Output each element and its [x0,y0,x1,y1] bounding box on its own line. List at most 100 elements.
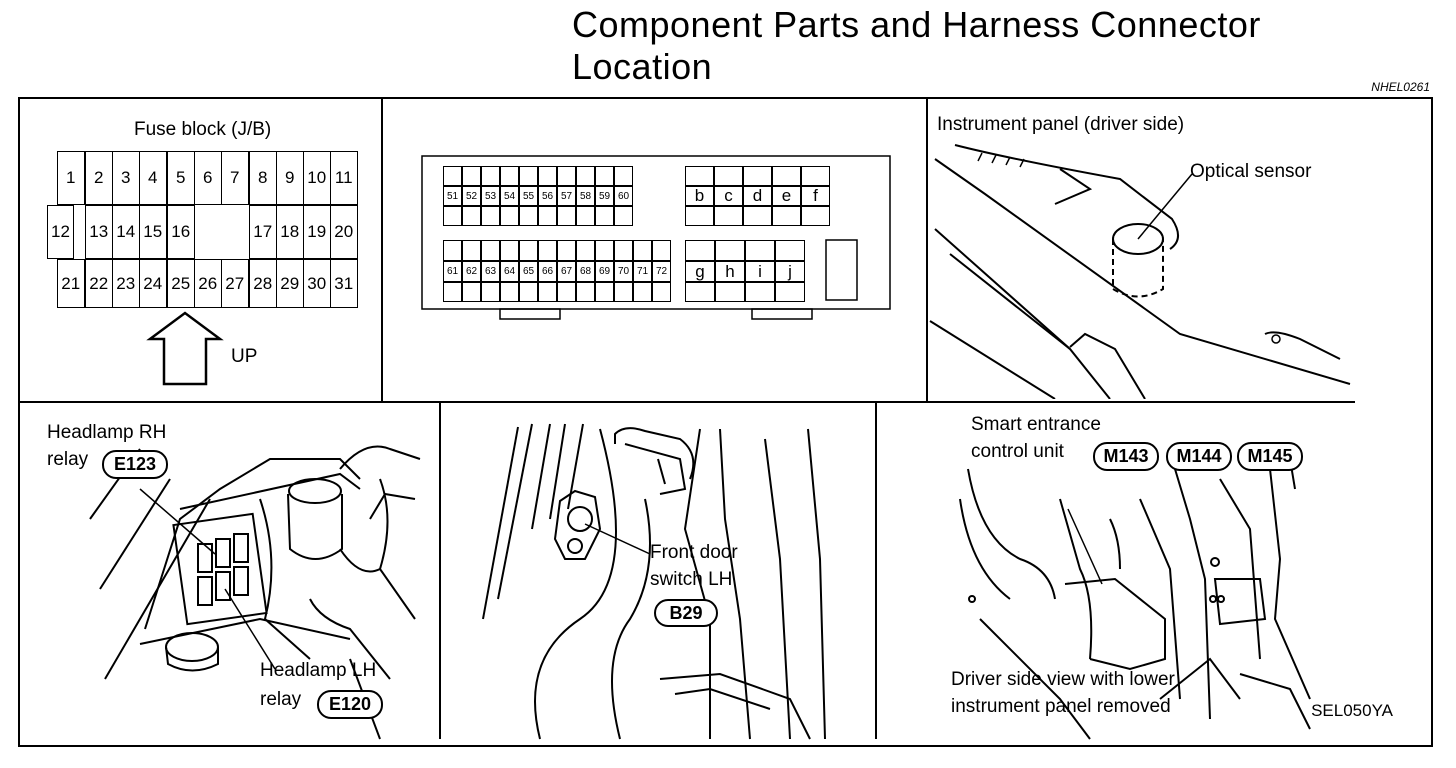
connector-pin-cell [576,206,595,226]
connector-pin-cell [715,282,745,302]
optical-sensor-label: Optical sensor [1190,161,1312,182]
connector-pin-cell [633,282,652,302]
connector-pin-cell [500,206,519,226]
connector-code-badge: M143 [1093,442,1159,471]
connector-pin-cell: 69 [595,261,614,282]
engine-bay-illustration [89,445,421,740]
connector-pin-cell: 59 [595,186,614,206]
connector-code-badge: E120 [317,690,383,719]
connector-pin-cell [576,282,595,302]
up-label: UP [231,346,258,367]
fuse-cell: 12 [47,205,74,259]
connector-pin-cell [743,166,772,186]
connector-pin-cell: 70 [614,261,633,282]
connector-pin-cell [614,240,633,261]
fuse-cell: 11 [330,151,358,205]
connector-pin-cell [500,166,519,186]
smart-entrance-caption-line-2: instrument panel removed [951,696,1171,717]
connector-pin-cell [633,240,652,261]
connector-pin-cell [462,166,481,186]
document-code: NHEL0261 [1371,80,1430,94]
smart-entrance-label-line-2: control unit [971,441,1064,462]
connector-pin-cell: 58 [576,186,595,206]
instrument-panel-title: Instrument panel (driver side) [937,114,1185,135]
headlamp-rh-label-line-1: Headlamp RH [47,422,167,443]
connector-pin-cell [743,206,772,226]
up-arrow-icon [146,311,224,386]
connector-code-badge: B29 [654,599,718,627]
connector-pin-cell [715,240,745,261]
connector-pin-cell: 56 [538,186,557,206]
connector-pin-cell: 53 [481,186,500,206]
connector-pin-cell [538,166,557,186]
connector-pin-cell [685,282,715,302]
connector-pin-cell: 51 [443,186,462,206]
fuse-cell: 15 [139,205,167,259]
connector-pin-cell [538,282,557,302]
connector-pin-cell [519,282,538,302]
connector-outline [421,155,891,320]
connector-pin-cell [685,166,714,186]
headlamp-lh-label-line-1: Headlamp LH [260,660,377,681]
connector-pin-cell [557,166,576,186]
fuse-cell: 21 [57,259,85,308]
connector-pin-cell [481,282,500,302]
connector-pin-cell: b [685,186,714,206]
connector-pin-cell [614,282,633,302]
under-dash-illustration [959,458,1311,740]
connector-pin-cell [481,240,500,261]
connector-pin-cell [652,240,671,261]
fuse-cell: 4 [139,151,167,205]
headlamp-rh-label-line-2: relay [47,449,89,470]
connector-pin-cell [500,282,519,302]
fuse-cell: 24 [139,259,167,308]
connector-pin-cell: 57 [557,186,576,206]
connector-pin-cell [652,282,671,302]
connector-pin-cell: f [801,186,830,206]
connector-pin-cell [595,206,614,226]
connector-code-badge: E123 [102,450,168,479]
connector-code-badge: M145 [1237,442,1303,471]
connector-pin-cell [775,240,805,261]
connector-pin-cell: 64 [500,261,519,282]
connector-pin-cell [462,240,481,261]
connector-pin-cell [557,282,576,302]
connector-pin-cell [614,206,633,226]
door-pillar-illustration [482,423,826,740]
connector-pin-cell [772,206,801,226]
instrument-panel-illustration [929,144,1351,399]
connector-pin-cell: 60 [614,186,633,206]
connector-pin-cell [714,206,743,226]
connector-pin-cell [614,166,633,186]
connector-pin-cell [576,240,595,261]
connector-pin-cell [685,240,715,261]
connector-pin-cell [443,240,462,261]
door-switch-label-line-1: Front door [650,542,738,563]
connector-pin-cell [443,282,462,302]
connector-pin-cell [775,282,805,302]
connector-pin-cell [519,166,538,186]
connector-pin-cell: h [715,261,745,282]
connector-pin-cell: 65 [519,261,538,282]
connector-pin-cell: 67 [557,261,576,282]
connector-pin-cell: 66 [538,261,557,282]
fuse-cell: 16 [167,205,195,259]
connector-pin-cell [595,166,614,186]
connector-pin-cell [462,282,481,302]
connector-pin-cell: g [685,261,715,282]
connector-pin-cell [538,240,557,261]
connector-pin-cell [576,166,595,186]
connector-pin-cell [443,166,462,186]
connector-pin-cell [481,166,500,186]
door-switch-label-line-2: switch LH [650,569,733,590]
connector-pin-cell [745,282,775,302]
connector-pin-cell: 54 [500,186,519,206]
connector-pin-cell: 71 [633,261,652,282]
connector-pin-cell: c [714,186,743,206]
connector-pin-cell [557,240,576,261]
connector-pin-cell: d [743,186,772,206]
connector-pin-cell [801,166,830,186]
connector-pin-cell: 55 [519,186,538,206]
connector-pin-cell: 68 [576,261,595,282]
connector-pin-cell [462,206,481,226]
